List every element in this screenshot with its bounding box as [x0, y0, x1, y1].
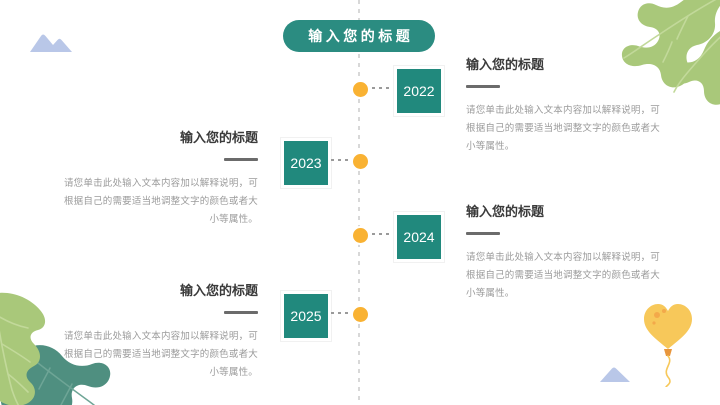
timeline-text-block-2023: 输入您的标题 请您单击此处输入文本内容加以解释说明，可根据自己的需要适当地调整文…	[62, 130, 258, 229]
timeline-year-label-2022: 2022	[403, 83, 435, 99]
timeline-connector-2025	[331, 312, 353, 314]
timeline-text-block-2025: 输入您的标题 请您单击此处输入文本内容加以解释说明，可根据自己的需要适当地调整文…	[62, 283, 258, 382]
timeline-divider-2023	[224, 157, 258, 161]
timeline-dot-2024[interactable]	[351, 226, 370, 245]
timeline-body-2025: 请您单击此处输入文本内容加以解释说明，可根据自己的需要适当地调整文字的颜色或者大…	[63, 330, 258, 378]
timeline-body-2023: 请您单击此处输入文本内容加以解释说明，可根据自己的需要适当地调整文字的颜色或者大…	[63, 177, 258, 225]
timeline-connector-2023	[331, 159, 353, 161]
timeline-divider-2022	[466, 84, 500, 88]
timeline-heading-2022: 输入您的标题	[466, 57, 545, 72]
mountain-icon-bottom-right	[600, 366, 630, 382]
timeline-year-box-2025[interactable]: 2025	[281, 291, 331, 341]
timeline-dot-2023[interactable]	[351, 152, 370, 171]
timeline-year-label-2025: 2025	[290, 308, 322, 324]
timeline-body-2024: 请您单击此处输入文本内容加以解释说明，可根据自己的需要适当地调整文字的颜色或者大…	[466, 251, 661, 299]
timeline-text-block-2022: 输入您的标题 请您单击此处输入文本内容加以解释说明，可根据自己的需要适当地调整文…	[466, 57, 662, 156]
timeline-divider-2025	[224, 310, 258, 314]
timeline-axis	[358, 0, 360, 405]
timeline-year-box-2022[interactable]: 2022	[394, 66, 444, 116]
slide-title-badge[interactable]: 输入您的标题	[283, 20, 435, 52]
heart-balloon-icon	[638, 297, 698, 388]
timeline-divider-2024	[466, 231, 500, 235]
timeline-dot-2025[interactable]	[351, 305, 370, 324]
timeline-heading-2023: 输入您的标题	[179, 130, 258, 145]
timeline-body-2022: 请您单击此处输入文本内容加以解释说明，可根据自己的需要适当地调整文字的颜色或者大…	[466, 104, 661, 152]
timeline-year-box-2024[interactable]: 2024	[394, 212, 444, 262]
timeline-text-block-2024: 输入您的标题 请您单击此处输入文本内容加以解释说明，可根据自己的需要适当地调整文…	[466, 204, 662, 303]
timeline-heading-2025: 输入您的标题	[179, 283, 258, 298]
timeline-year-label-2024: 2024	[403, 229, 435, 245]
timeline-connector-2024	[372, 233, 394, 235]
slide-title-text: 输入您的标题	[308, 28, 414, 44]
timeline-connector-2022	[372, 87, 394, 89]
timeline-dot-2022[interactable]	[351, 80, 370, 99]
mountain-icon-top-left	[30, 32, 72, 52]
timeline-heading-2024: 输入您的标题	[466, 204, 545, 219]
timeline-year-box-2023[interactable]: 2023	[281, 138, 331, 188]
timeline-year-label-2023: 2023	[290, 155, 322, 171]
